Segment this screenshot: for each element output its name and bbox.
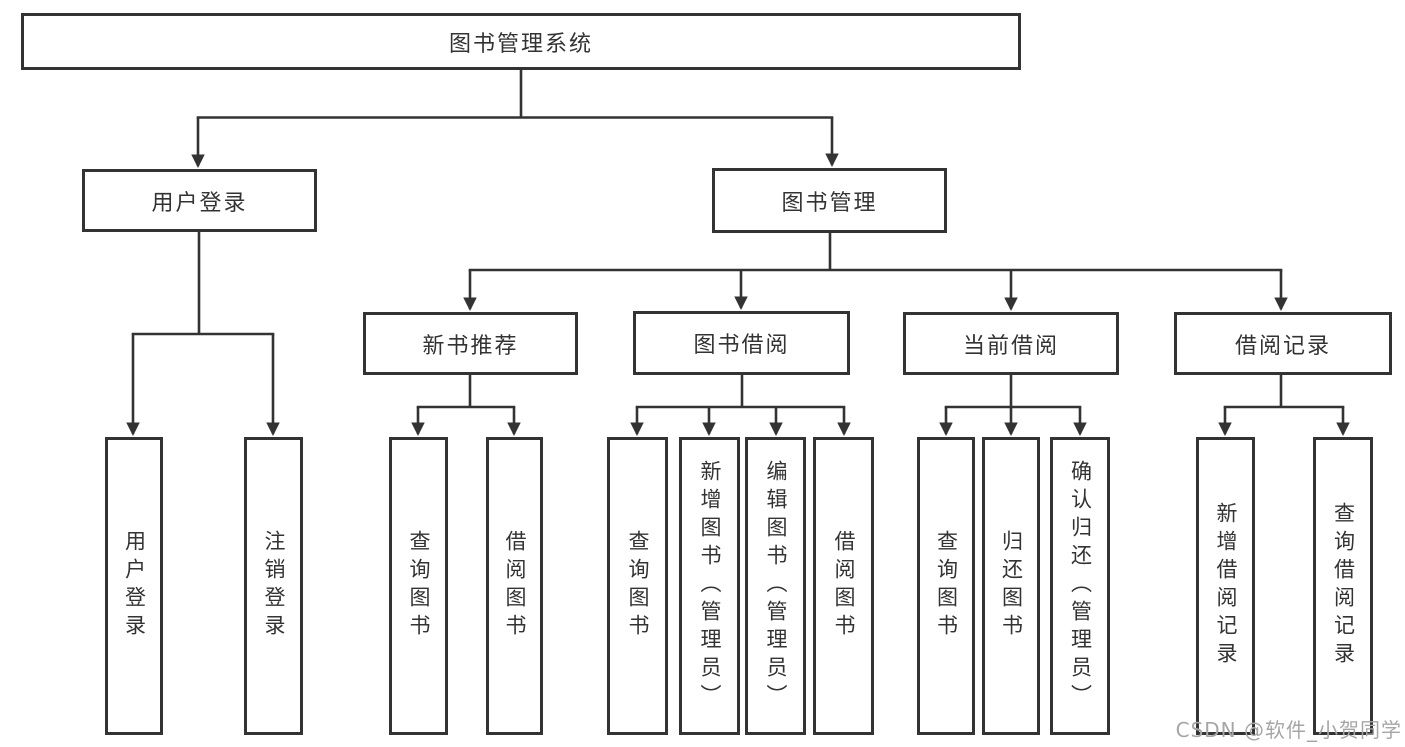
leaf-query-books-current: 查询图书 bbox=[917, 437, 975, 735]
leaf-add-books-admin-label: 新增图书（管理员） bbox=[698, 460, 722, 712]
leaf-query-books-current-label: 查询图书 bbox=[934, 530, 959, 642]
leaf-query-borrow-record: 查询借阅记录 bbox=[1313, 437, 1373, 735]
node-book-borrow: 图书借阅 bbox=[633, 311, 850, 375]
node-new-book-recommend-label: 新书推荐 bbox=[422, 333, 519, 359]
node-new-book-recommend: 新书推荐 bbox=[363, 312, 578, 375]
node-borrow-records: 借阅记录 bbox=[1174, 312, 1392, 375]
leaf-query-books-borrow-label: 查询图书 bbox=[626, 530, 650, 642]
leaf-confirm-return-admin-label: 确认归还（管理员） bbox=[1068, 460, 1093, 712]
leaf-user-login: 用户登录 bbox=[105, 437, 163, 735]
node-root: 图书管理系统 bbox=[21, 13, 1021, 70]
leaf-add-borrow-record: 新增借阅记录 bbox=[1196, 437, 1255, 735]
node-book-management: 图书管理 bbox=[712, 168, 947, 233]
node-current-borrow-label: 当前借阅 bbox=[962, 333, 1059, 359]
csdn-watermark: CSDN @软件_小贺同学 bbox=[1175, 718, 1402, 742]
leaf-query-books-recommend: 查询图书 bbox=[389, 437, 448, 735]
leaf-edit-books-admin-label: 编辑图书（管理员） bbox=[764, 460, 788, 712]
node-book-management-label: 图书管理 bbox=[781, 190, 878, 216]
leaf-borrow-books-recommend-label: 借阅图书 bbox=[503, 530, 527, 642]
leaf-query-books-recommend-label: 查询图书 bbox=[407, 530, 431, 642]
node-book-borrow-label: 图书借阅 bbox=[693, 333, 790, 358]
leaf-query-books-borrow: 查询图书 bbox=[607, 437, 668, 735]
node-user-login-branch: 用户登录 bbox=[82, 169, 317, 232]
leaf-edit-books-admin: 编辑图书（管理员） bbox=[745, 437, 806, 735]
leaf-borrow-books-recommend: 借阅图书 bbox=[486, 437, 543, 735]
leaf-borrow-books: 借阅图书 bbox=[813, 437, 874, 735]
node-root-label: 图书管理系统 bbox=[448, 31, 593, 57]
node-borrow-records-label: 借阅记录 bbox=[1234, 333, 1331, 359]
leaf-add-books-admin: 新增图书（管理员） bbox=[679, 437, 740, 735]
node-user-login-branch-label: 用户登录 bbox=[151, 190, 248, 216]
leaf-logout-label: 注销登录 bbox=[262, 530, 286, 642]
node-current-borrow: 当前借阅 bbox=[903, 312, 1119, 375]
leaf-add-borrow-record-label: 新增借阅记录 bbox=[1214, 502, 1238, 670]
leaf-user-login-label: 用户登录 bbox=[122, 530, 147, 642]
leaf-borrow-books-label: 借阅图书 bbox=[832, 530, 856, 642]
leaf-logout: 注销登录 bbox=[244, 437, 303, 735]
leaf-query-borrow-record-label: 查询借阅记录 bbox=[1331, 502, 1356, 670]
leaf-confirm-return-admin: 确认归还（管理员） bbox=[1050, 437, 1110, 735]
leaf-return-books-label: 归还图书 bbox=[999, 530, 1024, 642]
leaf-return-books: 归还图书 bbox=[982, 437, 1040, 735]
